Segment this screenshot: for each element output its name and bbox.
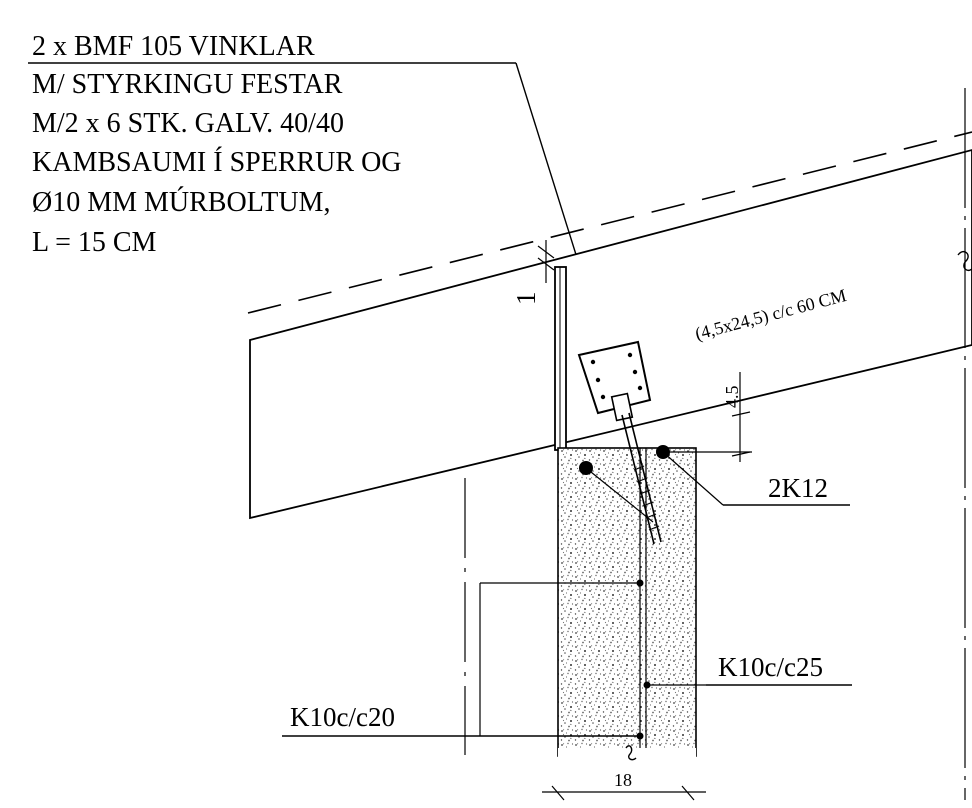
note-line-4: KAMBSAUMI Í SPERRUR OG [32, 147, 402, 178]
dim-roof-gap-label: 1 [511, 292, 541, 306]
rebar-top-label: 2K12 [768, 473, 828, 503]
concrete-wall [557, 447, 697, 761]
note-line-3: M/2 x 6 STK. GALV. 40/40 [32, 108, 344, 139]
note-line-5: Ø10 MM MÚRBOLTUM, [32, 187, 330, 218]
anchor-bolt [621, 412, 662, 545]
fastener-note: 2 x BMF 105 VINKLAR M/ STYRKINGU FESTAR … [32, 31, 402, 258]
dim-roof-gap: 1 [511, 240, 555, 306]
note-line-1: 2 x BMF 105 VINKLAR [32, 31, 315, 62]
note-line-2: M/ STYRKINGU FESTAR [32, 69, 343, 100]
angle-bracket [577, 340, 652, 422]
fascia-board [554, 266, 567, 451]
rafter [249, 149, 972, 520]
dim-wall-width-label: 18 [614, 770, 632, 790]
rebar-inner-label: K10c/c20 [290, 702, 395, 732]
rebar-outer-label: K10c/c25 [718, 652, 823, 682]
dim-wall-width: 18 [542, 770, 706, 801]
note-line-6: L = 15 CM [32, 227, 157, 258]
rebar-outer-leader: K10c/c25 [647, 652, 852, 686]
dim-bearing: 4.5 [664, 372, 752, 462]
dim-bearing-label: 4.5 [722, 386, 742, 409]
break-line [957, 88, 972, 800]
rebar-inner-leader: K10c/c20 [282, 582, 640, 737]
roof-covering-line [247, 131, 972, 314]
rebar-top-leader: 2K12 [585, 451, 850, 523]
